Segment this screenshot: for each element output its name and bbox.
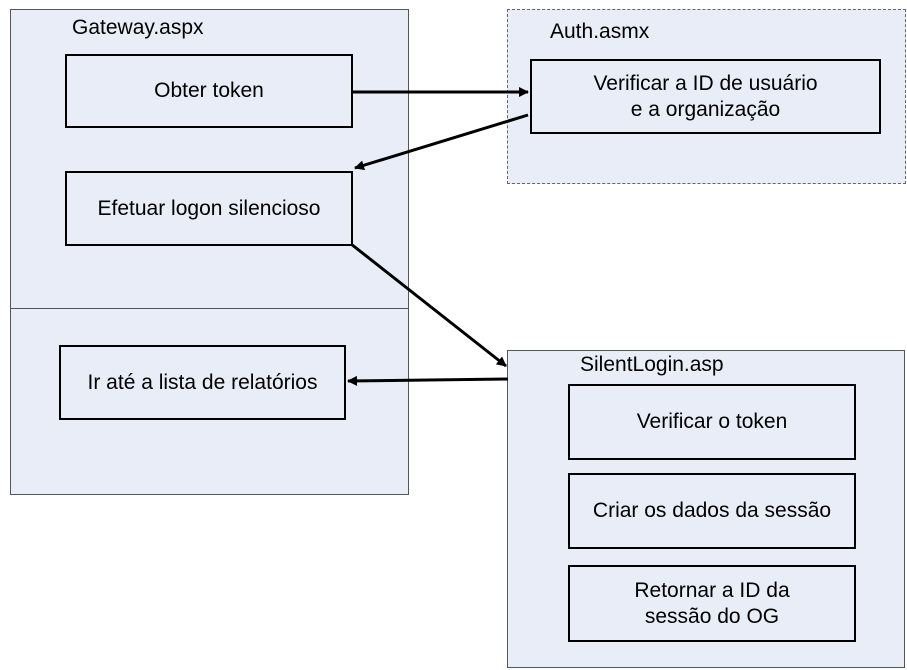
efetuar-logon-box: Efetuar logon silencioso bbox=[65, 171, 353, 246]
silentlogin-region-label: SilentLogin.asp bbox=[580, 353, 724, 376]
criar-dados-box: Criar os dados da sessão bbox=[568, 473, 856, 549]
auth-region-label: Auth.asmx bbox=[550, 20, 650, 43]
verificar-token-box: Verificar o token bbox=[568, 384, 856, 460]
gateway-region-label: Gateway.aspx bbox=[72, 16, 204, 39]
retornar-id-box: Retornar a ID da sessão do OG bbox=[568, 565, 856, 642]
obter-token-box: Obter token bbox=[65, 54, 353, 128]
gateway-divider bbox=[10, 308, 409, 309]
ir-lista-box: Ir até a lista de relatórios bbox=[59, 345, 346, 420]
verificar-id-box: Verificar a ID de usuário e a organizaçã… bbox=[530, 59, 881, 134]
